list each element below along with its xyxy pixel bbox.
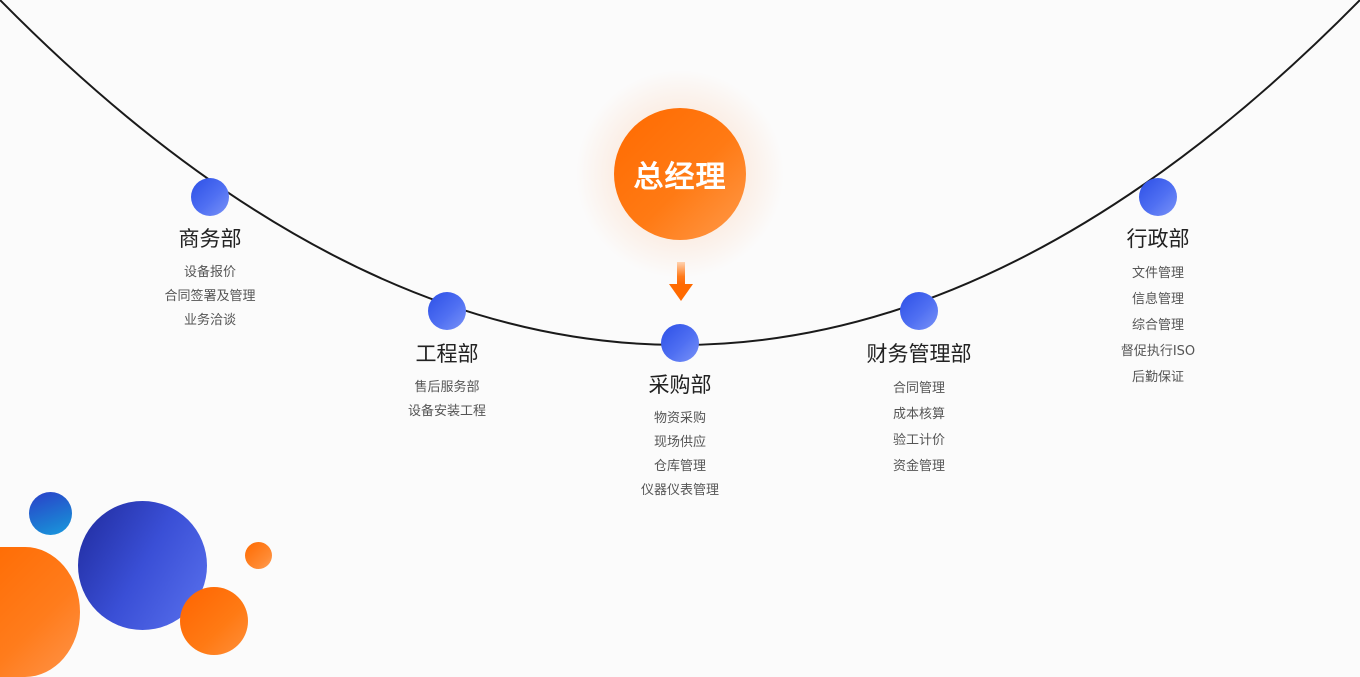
dept-name: 行政部: [1126, 227, 1190, 251]
dept-item: 设备安装工程: [407, 404, 486, 419]
dept-item: 物资采购: [653, 411, 706, 426]
dept-item: 信息管理: [1131, 292, 1184, 307]
decorative-orange-circle-medium: [180, 587, 248, 655]
general-manager-label: 总经理: [633, 160, 727, 195]
decorative-orange-circle-small: [245, 542, 272, 569]
node-dot-purchasing: [661, 324, 699, 362]
dept-item: 设备报价: [183, 265, 236, 280]
decorative-blue-circle-small: [29, 492, 72, 535]
dept-business: 商务部 设备报价 合同签署及管理 业务洽谈: [110, 225, 310, 333]
node-dot-admin: [1139, 178, 1177, 216]
dept-item: 成本核算: [892, 407, 945, 422]
general-manager-node: 总经理: [614, 108, 746, 240]
dept-item: 仪器仪表管理: [640, 483, 719, 498]
dept-item: 后勤保证: [1131, 370, 1184, 385]
dept-purchasing: 采购部 物资采购 现场供应 仓库管理 仪器仪表管理: [580, 371, 780, 503]
dept-item: 文件管理: [1131, 266, 1184, 281]
dept-item: 售后服务部: [414, 380, 480, 395]
node-dot-engineering: [428, 292, 466, 330]
dept-item: 验工计价: [892, 433, 945, 448]
dept-item: 合同签署及管理: [164, 289, 256, 304]
dept-finance: 财务管理部 合同管理 成本核算 验工计价 资金管理: [819, 340, 1019, 480]
dept-admin: 行政部 文件管理 信息管理 综合管理 督促执行ISO 后勤保证: [1058, 225, 1258, 391]
dept-item: 综合管理: [1131, 318, 1184, 333]
node-dot-finance: [900, 292, 938, 330]
dept-item: 资金管理: [892, 459, 945, 474]
dept-name: 工程部: [415, 342, 479, 366]
dept-item: 合同管理: [892, 381, 945, 396]
dept-name: 财务管理部: [866, 342, 972, 366]
dept-item: 现场供应: [653, 435, 706, 450]
dept-engineering: 工程部 售后服务部 设备安装工程: [347, 340, 547, 424]
down-arrow-icon: [669, 262, 693, 301]
node-dot-business: [191, 178, 229, 216]
dept-item: 督促执行ISO: [1120, 344, 1196, 359]
dept-name: 商务部: [178, 227, 242, 251]
dept-item: 仓库管理: [653, 459, 706, 474]
dept-name: 采购部: [648, 373, 712, 397]
dept-item: 业务洽谈: [183, 313, 236, 328]
